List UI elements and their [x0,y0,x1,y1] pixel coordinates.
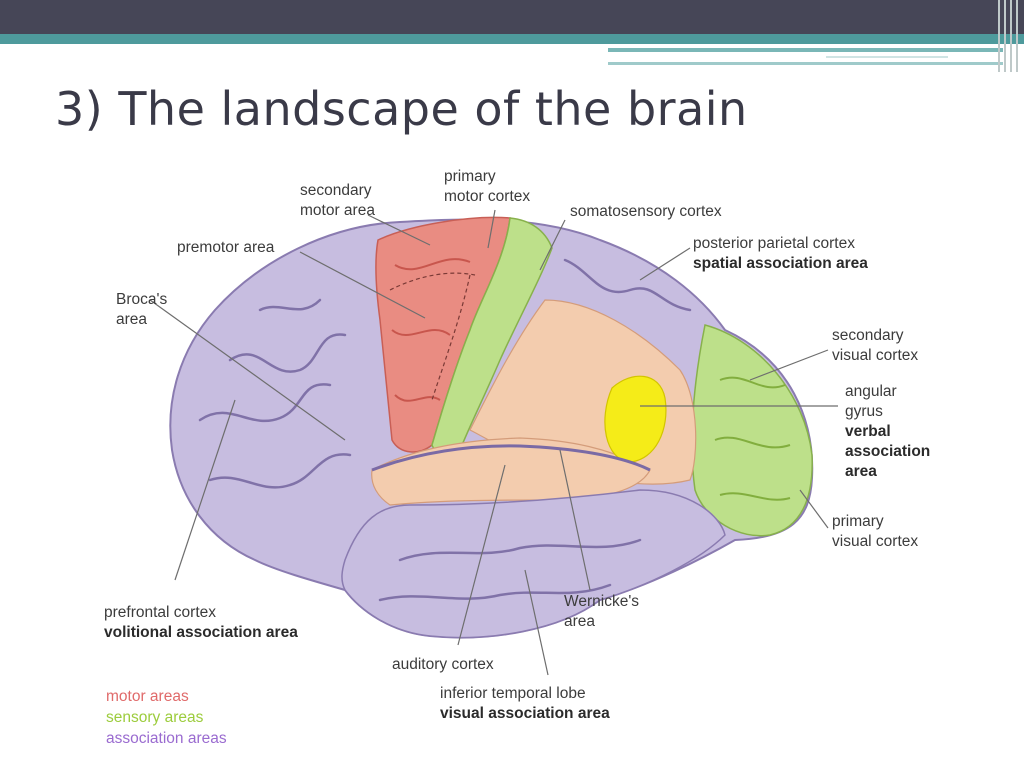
header-accent-line-light [826,56,948,58]
label-line: motor cortex [444,188,531,205]
label-line: secondary [300,182,372,199]
label-line-bold: volitional association area [104,624,298,641]
label-line-bold: association [845,443,931,460]
label-inferior-temporal-lobe: inferior temporal lobe visual associatio… [440,684,610,724]
label-line: somatosensory cortex [570,203,722,220]
label-line: secondary [832,327,904,344]
label-line: prefrontal cortex [104,604,216,621]
leader-lines [149,209,838,676]
label-line: primary [444,168,496,185]
header-accent-line [608,48,1003,52]
legend: motor areas sensory areas association ar… [106,686,227,749]
label-line: area [564,613,596,630]
label-brocas-area: Broca's area [116,290,167,330]
label-line: Broca's [116,291,168,308]
label-line-bold: visual association area [440,705,610,722]
angular-gyrus [604,375,667,463]
label-prefrontal-cortex: prefrontal cortex volitional association… [104,603,298,643]
label-line: auditory cortex [392,656,494,673]
label-primary-visual-cortex: primary visual cortex [832,512,918,552]
premotor-boundary-2 [431,274,471,401]
lateral-sulcus [371,444,651,472]
label-line: primary [832,513,884,530]
slide-title: 3) The landscape of the brain [55,82,748,136]
label-secondary-motor-area: secondary motor area [300,181,375,221]
temporal-lobe [341,489,726,639]
header-edge-stripes [994,0,1024,72]
label-line-bold: spatial association area [693,255,868,272]
premotor-boundary [389,272,476,291]
label-line-bold: verbal [845,423,891,440]
label-line: premotor area [177,239,275,256]
auditory-area [371,437,651,506]
label-line: area [116,311,148,328]
label-angular-gyrus: angular gyrus verbal association area [845,382,930,482]
header-bar [0,0,1024,34]
legend-association-areas: association areas [106,730,227,747]
label-line: visual cortex [832,347,919,364]
label-auditory-cortex: auditory cortex [392,655,494,675]
label-premotor-area: premotor area [177,238,274,258]
label-line: angular [845,383,897,400]
label-wernickes-area: Wernicke's area [564,592,639,632]
header-accent-band [0,34,1024,44]
label-posterior-parietal-cortex: posterior parietal cortex spatial associ… [693,234,868,274]
brain-sulci [198,258,692,602]
label-primary-motor-cortex: primary motor cortex [444,167,530,207]
visual-cortex [691,324,813,537]
visual-sulci [714,376,791,501]
label-line: gyrus [845,403,883,420]
label-line-bold: area [845,463,877,480]
label-line: visual cortex [832,533,919,550]
legend-motor-areas: motor areas [106,688,189,705]
brain-diagram [149,209,838,676]
legend-sensory-areas: sensory areas [106,709,204,726]
label-line: Wernicke's [564,593,640,610]
label-line: motor area [300,202,375,219]
header-accent-line-lower [608,62,1003,65]
label-secondary-visual-cortex: secondary visual cortex [832,326,918,366]
label-line: posterior parietal cortex [693,235,855,252]
label-somatosensory-cortex: somatosensory cortex [570,202,722,222]
label-line: inferior temporal lobe [440,685,586,702]
motor-sulci [391,258,471,402]
